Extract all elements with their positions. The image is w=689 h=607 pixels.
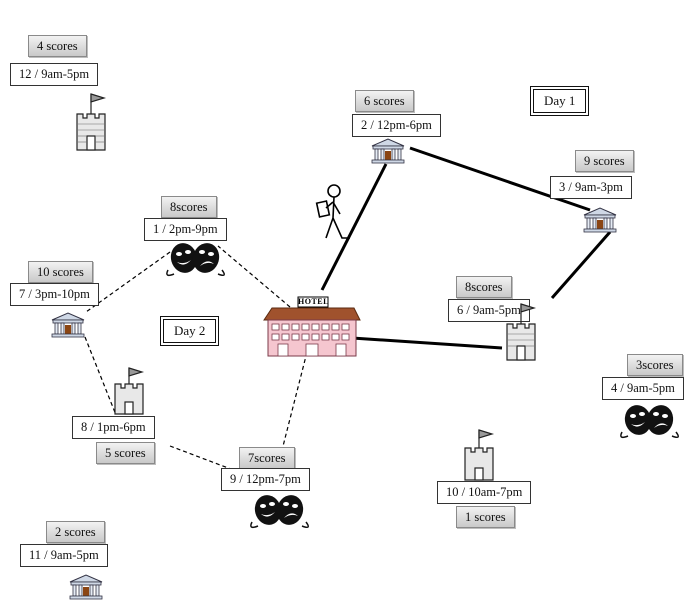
museum-icon xyxy=(50,312,86,343)
scores-badge-11: 2 scores xyxy=(46,521,105,543)
castle-icon xyxy=(504,302,538,367)
info-box-8: 8 / 1pm-6pm xyxy=(72,416,155,439)
info-box-4: 4 / 9am-5pm xyxy=(602,377,684,400)
route-hotel-to-1 xyxy=(217,245,291,308)
scores-badge-7: 10 scores xyxy=(28,261,93,283)
scores-badge-1: 8scores xyxy=(161,196,217,218)
scores-badge-3: 9 scores xyxy=(575,150,634,172)
info-box-1: 1 / 2pm-9pm xyxy=(144,218,227,241)
castle-icon xyxy=(112,366,146,421)
info-box-9: 9 / 12pm-7pm xyxy=(221,468,310,491)
museum-icon xyxy=(370,138,406,169)
scores-badge-8: 5 scores xyxy=(96,442,155,464)
info-box-7: 7 / 3pm-10pm xyxy=(10,283,99,306)
route-hotel-to-2 xyxy=(320,163,388,291)
scores-badge-12: 4 scores xyxy=(28,35,87,57)
theater-masks-icon xyxy=(618,402,682,447)
museum-icon xyxy=(582,207,618,238)
route-6-to-hotel xyxy=(351,336,503,350)
route-3-to-6 xyxy=(550,231,612,299)
info-box-2: 2 / 12pm-6pm xyxy=(352,114,441,137)
day2-label: Day 2 xyxy=(160,316,220,346)
scores-badge-10: 1 scores xyxy=(456,506,515,528)
day1-label: Day 1 xyxy=(530,86,590,116)
museum-icon xyxy=(68,574,104,605)
route-9-to-hotel xyxy=(279,355,307,459)
theater-masks-icon xyxy=(164,240,228,285)
route-1-to-7 xyxy=(85,251,171,313)
info-box-3: 3 / 9am-3pm xyxy=(550,176,632,199)
info-box-10: 10 / 10am-7pm xyxy=(437,481,532,504)
scores-badge-9: 7scores xyxy=(239,447,295,469)
theater-masks-icon xyxy=(248,492,312,537)
hotel-icon xyxy=(262,296,362,363)
castle-icon xyxy=(462,428,496,487)
person-icon xyxy=(312,182,356,245)
scores-badge-6: 8scores xyxy=(456,276,512,298)
info-box-11: 11 / 9am-5pm xyxy=(20,544,108,567)
scores-badge-4: 3scores xyxy=(627,354,683,376)
info-box-6: 6 / 9am-5pm xyxy=(448,299,530,322)
route-2-to-3 xyxy=(409,146,591,212)
castle-icon xyxy=(74,92,108,157)
day1-route xyxy=(320,146,612,350)
scores-badge-2: 6 scores xyxy=(355,90,414,112)
info-box-12: 12 / 9am-5pm xyxy=(10,63,99,86)
hotel-sign: HOTEL xyxy=(298,297,329,306)
